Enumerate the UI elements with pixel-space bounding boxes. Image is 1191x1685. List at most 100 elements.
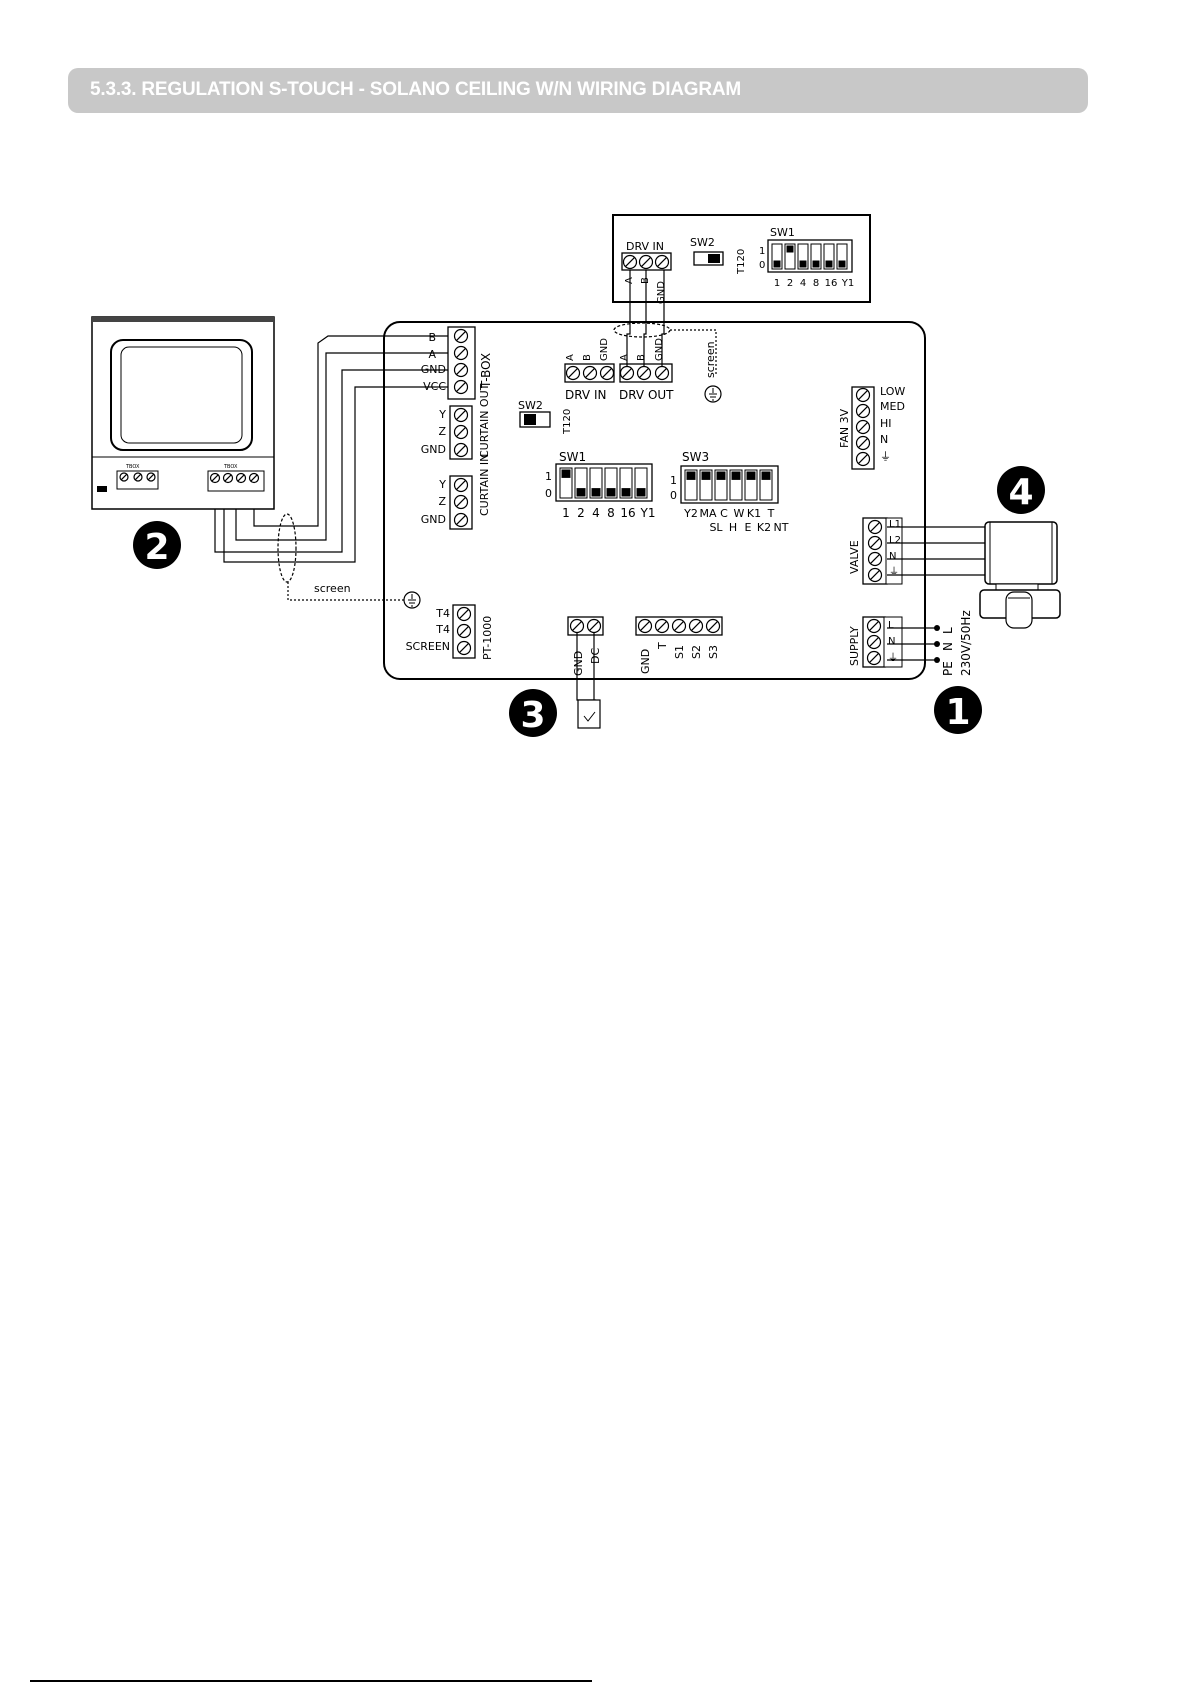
dip-knob (786, 245, 794, 253)
terminal-screw-icon (453, 328, 469, 344)
drv-out-pin-gnd: GND (654, 338, 665, 361)
curtain-in-pin-y: Y (438, 478, 446, 491)
dip-label: 8 (607, 506, 615, 520)
callout-4: 4 (997, 466, 1045, 514)
footer-rule (30, 1680, 592, 1682)
fan-terminal-screws (855, 387, 871, 467)
dip-switch (823, 243, 835, 270)
terminal-screw-icon (866, 634, 882, 650)
supply-terminal-screws (866, 618, 882, 666)
dip-knob (636, 488, 646, 497)
terminal-screw-icon (235, 472, 247, 484)
fan-pin-med: MED (880, 400, 905, 413)
callout-3: 3 (509, 689, 557, 737)
supply-pin-n: N (888, 636, 895, 647)
dip-knob (825, 260, 833, 268)
pt-pin-screen: SCREEN (406, 640, 450, 653)
terminal-screw-icon (619, 365, 635, 381)
board-sw1-level-1: 1 (545, 470, 552, 483)
terminal-screw-icon (222, 472, 234, 484)
dip-label: 4 (800, 278, 806, 289)
dip-knob (746, 471, 756, 480)
terminal-screw-icon (453, 442, 469, 458)
terminal-screw-icon (654, 618, 670, 634)
curtain-out-pin-y: Y (438, 408, 446, 421)
board-sw3-level-0: 0 (670, 489, 677, 502)
terminal-screw-icon (453, 379, 469, 395)
supply-pin-earth: ⏚ (888, 652, 898, 664)
driver-pin-gnd: GND (656, 281, 667, 304)
dip-label: SL (709, 521, 723, 534)
mains-l: L (941, 627, 955, 634)
tbox-pin-a: A (428, 348, 436, 361)
terminal-screw-icon (565, 365, 581, 381)
fan-label: FAN 3V (838, 408, 851, 448)
valve-pin-earth: ⏚ (889, 566, 899, 578)
dip-switch (810, 243, 822, 270)
dip-switch (836, 243, 848, 270)
terminal-screw-icon (453, 362, 469, 378)
curtain-in-pin-gnd: GND (421, 513, 446, 526)
curtain-out-pin-z: Z (438, 425, 446, 438)
dip-label: 4 (592, 506, 600, 520)
tbox-terminal-screws (453, 328, 469, 395)
terminal-screw-icon (654, 254, 670, 270)
dip-label: 1 (774, 278, 780, 289)
driver-sw2-label: SW2 (690, 236, 715, 249)
valve-terminal-screws (867, 519, 883, 583)
terminal-screw-icon (866, 650, 882, 666)
drv-screen-label: screen (704, 341, 717, 378)
dip-knob (716, 471, 726, 480)
callout-1-number: 1 (945, 692, 970, 733)
driver-t120-label: T120 (736, 249, 747, 275)
dip-switch (797, 243, 809, 270)
dip-label: E (745, 521, 752, 534)
terminal-screw-icon (453, 407, 469, 423)
board-sw1-dips (559, 467, 648, 499)
terminal-screw-icon (636, 365, 652, 381)
pt-pin-t4-1: T4 (435, 607, 450, 620)
valve-actuator (979, 521, 1061, 629)
dip-label: K2 (757, 521, 771, 534)
terminal-screw-icon (671, 618, 687, 634)
valve-pin-n: N (889, 551, 896, 562)
fan-pin-earth: ⏚ (880, 450, 891, 463)
dip-label: 16 (620, 506, 635, 520)
dip-knob (686, 471, 696, 480)
terminal-screw-icon (855, 451, 871, 467)
terminal-screw-icon (456, 640, 472, 656)
board-t120-label: T120 (562, 409, 573, 435)
terminal-screw-icon (867, 535, 883, 551)
terminal-screw-icon (133, 472, 143, 482)
drv-terminal-screws (565, 365, 670, 381)
curtain-out-pin-gnd: GND (421, 443, 446, 456)
supply-dots (934, 625, 940, 663)
dip-knob (799, 260, 807, 268)
pt1000-terminal-screws (456, 606, 472, 656)
dc-contact-switch (577, 699, 601, 729)
callout-3-number: 3 (520, 695, 545, 736)
dip-switch (771, 243, 783, 270)
dip-label: 2 (577, 506, 585, 520)
dip-label: 2 (787, 278, 793, 289)
terminal-screw-icon (248, 472, 260, 484)
callout-1: 1 (934, 686, 982, 734)
input-pin-s2: S2 (690, 645, 703, 659)
board-sw3-level-1: 1 (670, 474, 677, 487)
terminal-screw-icon (456, 623, 472, 639)
tbox-cable-shield (277, 513, 421, 609)
driver-dip-switches (771, 243, 848, 270)
terminal-screw-icon (586, 618, 602, 634)
input-pin-gnd: GND (639, 649, 652, 674)
callout-4-number: 4 (1008, 472, 1033, 513)
terminal-screw-icon (622, 254, 638, 270)
terminal-screw-icon (638, 254, 654, 270)
driver-dip-level-1: 1 (759, 246, 765, 257)
dip-knob (621, 488, 631, 497)
dip-label: 16 (825, 278, 838, 289)
terminal-screw-icon (855, 403, 871, 419)
terminal-screw-icon (867, 567, 883, 583)
